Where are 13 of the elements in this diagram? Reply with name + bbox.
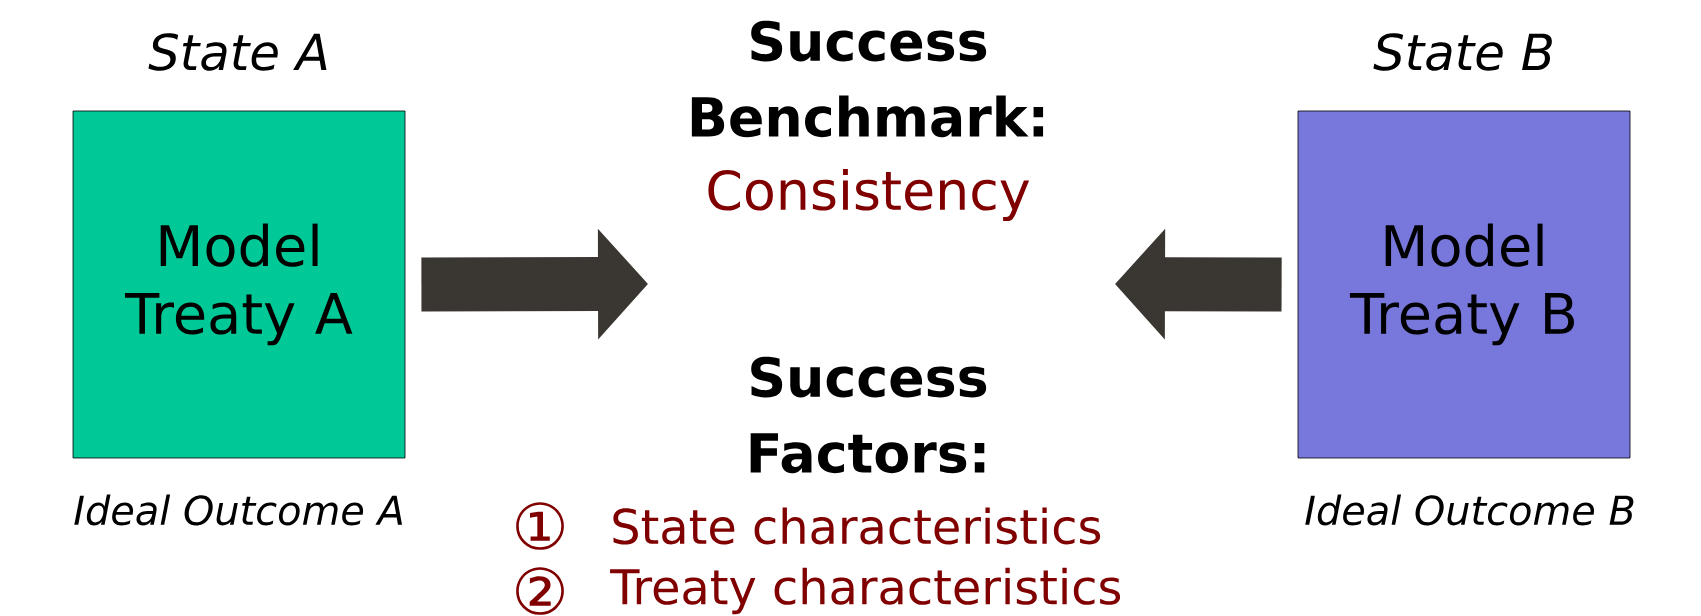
state-heading: State A bbox=[148, 33, 327, 71]
outcome-caption: Ideal Outcome B bbox=[1305, 494, 1634, 526]
benchmark-heading: Success Benchmark: bbox=[691, 20, 1044, 138]
treaty-box: Model Treaty B bbox=[1297, 110, 1631, 459]
state-heading: State B bbox=[1373, 33, 1552, 71]
outcome-caption: Ideal Outcome A bbox=[74, 494, 402, 526]
treaty-box: Model Treaty A bbox=[72, 110, 406, 459]
item-number: ① bbox=[516, 502, 564, 550]
benchmark-value: Consistency bbox=[708, 168, 1030, 221]
factor-item: State characteristics bbox=[613, 507, 1101, 545]
item-number: ② bbox=[516, 567, 564, 615]
factor-item: Treaty characteristics bbox=[610, 567, 1121, 615]
factors-heading: Success Factors: bbox=[750, 356, 987, 474]
